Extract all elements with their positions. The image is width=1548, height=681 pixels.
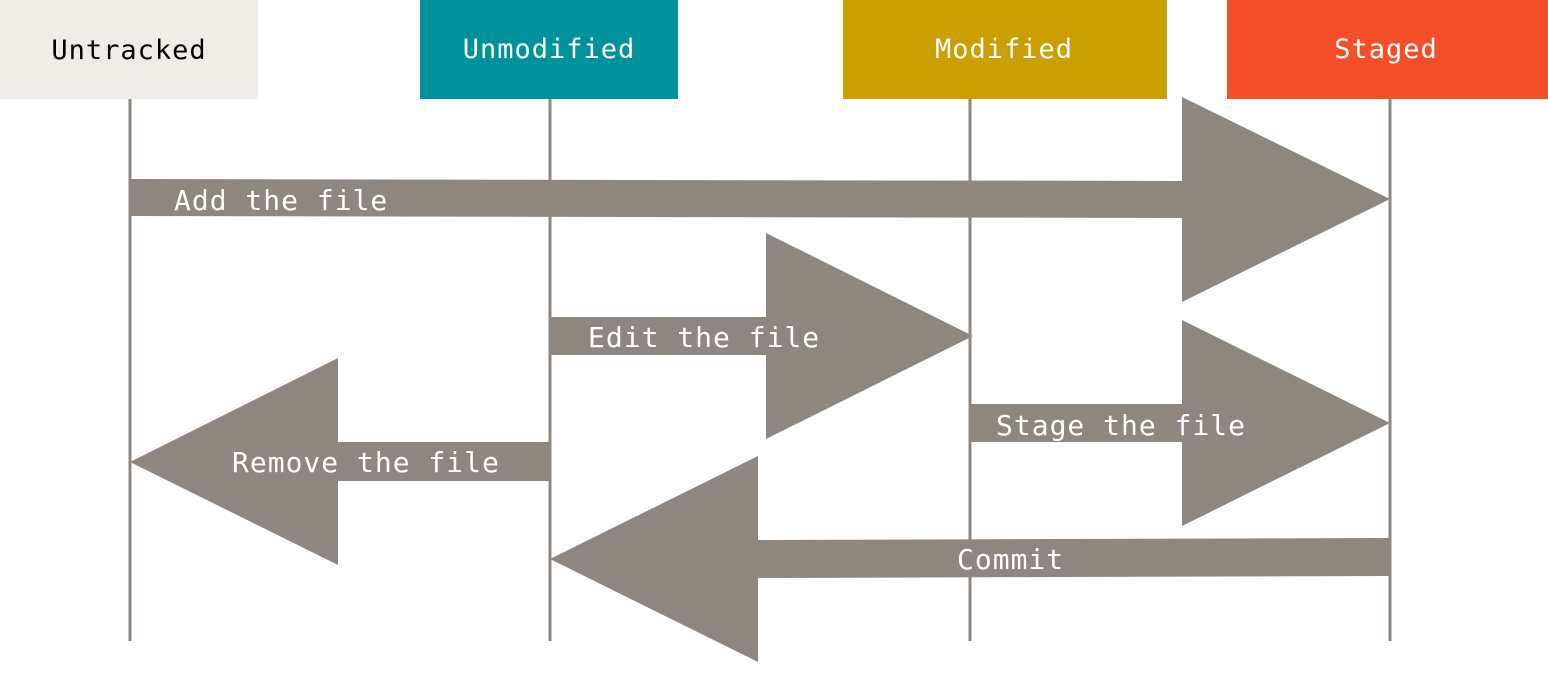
state-modified-box <box>843 0 1167 99</box>
add-the-file-label: Add the file <box>174 184 388 217</box>
state-unmodified-box <box>420 0 678 99</box>
state-staged-box <box>1227 0 1548 99</box>
remove-the-file-arrow: Remove the file <box>130 358 550 565</box>
state-unmodified-label: Unmodified <box>463 34 636 65</box>
commit-arrow-shape <box>550 456 1390 662</box>
remove-the-file-label: Remove the file <box>232 446 500 479</box>
state-unmodified: Unmodified <box>420 0 678 99</box>
state-modified-label: Modified <box>935 34 1073 65</box>
stage-the-file-arrow-shape <box>970 320 1390 526</box>
stage-the-file-arrow: Stage the file <box>970 320 1390 526</box>
add-the-file-arrow-shape <box>130 97 1390 302</box>
remove-the-file-arrow-shape <box>130 358 550 565</box>
add-the-file-arrow: Add the file <box>130 97 1390 302</box>
state-modified: Modified <box>843 0 1167 99</box>
edit-the-file-arrow-shape <box>550 233 973 439</box>
edit-the-file-arrow: Edit the file <box>550 233 973 439</box>
commit-label: Commit <box>957 543 1064 576</box>
edit-the-file-label: Edit the file <box>588 321 820 354</box>
state-untracked: Untracked <box>0 0 258 99</box>
state-staged-label: Staged <box>1334 34 1438 65</box>
stage-the-file-label: Stage the file <box>996 409 1246 442</box>
state-staged: Staged <box>1227 0 1548 99</box>
state-untracked-box <box>0 0 258 99</box>
commit-arrow: Commit <box>550 456 1390 662</box>
state-untracked-label: Untracked <box>51 35 206 66</box>
